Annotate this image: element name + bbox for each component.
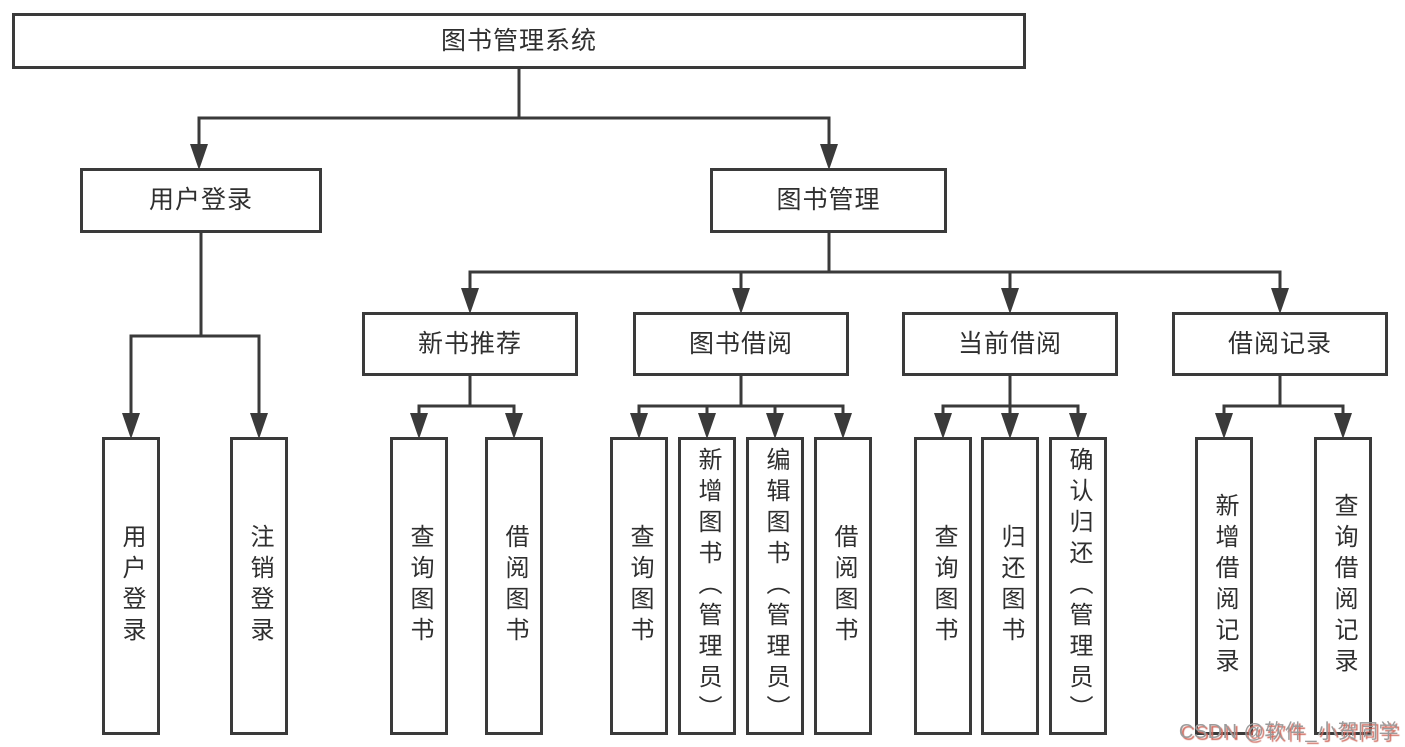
leaf-edit-book-admin: 编辑图书（管理员） [746,437,804,735]
node-root-library-system: 图书管理系统 [12,13,1026,69]
leaf-recommend-borrow-books: 借阅图书 [485,437,543,735]
leaf-borrowing-borrow-books: 借阅图书 [814,437,872,735]
node-current-borrowing: 当前借阅 [902,312,1118,376]
leaf-recommend-query-books: 查询图书 [390,437,448,735]
node-new-book-recommend: 新书推荐 [362,312,578,376]
leaf-query-borrow-record: 查询借阅记录 [1314,437,1372,735]
leaf-return-books: 归还图书 [981,437,1039,735]
node-book-management: 图书管理 [710,168,947,233]
leaf-add-book-admin: 新增图书（管理员） [678,437,736,735]
leaf-borrowing-query-books: 查询图书 [610,437,668,735]
node-book-borrowing: 图书借阅 [633,312,849,376]
leaf-confirm-return-admin: 确认归还（管理员） [1049,437,1107,735]
node-user-login: 用户登录 [80,168,322,233]
leaf-logout: 注销登录 [230,437,288,735]
leaf-user-login: 用户登录 [102,437,160,735]
node-borrowing-records: 借阅记录 [1172,312,1388,376]
leaf-current-query-books: 查询图书 [914,437,972,735]
csdn-watermark: CSDN @软件_小贺同学 [1178,721,1399,743]
leaf-add-borrow-record: 新增借阅记录 [1195,437,1253,735]
